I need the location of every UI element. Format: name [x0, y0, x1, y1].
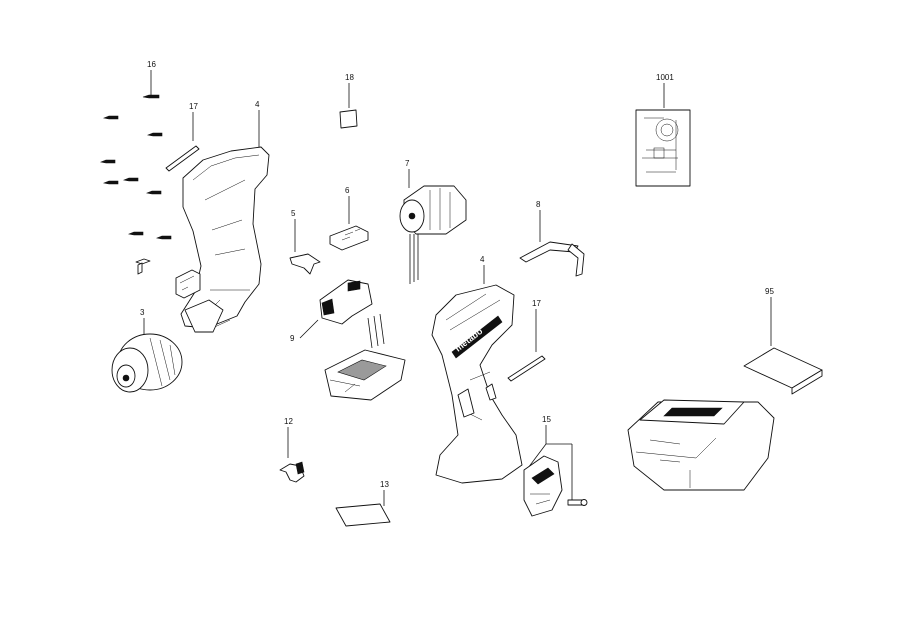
part-95-cover: 95: [743, 287, 823, 395]
part-18-label-plate: 18: [339, 73, 358, 129]
label-15: 15: [542, 415, 551, 424]
label-5: 5: [291, 209, 296, 218]
part-16-screws: 16: [99, 60, 172, 275]
part-17-strip-lower: 17: [507, 299, 546, 382]
label-13: 13: [380, 480, 389, 489]
battery-pack: [627, 399, 775, 491]
label-16: 16: [147, 60, 156, 69]
label-8: 8: [536, 200, 541, 209]
part-6-switch-block: 6: [329, 186, 369, 251]
part-7-motor: 7: [399, 159, 467, 284]
label-12: 12: [284, 417, 293, 426]
label-17-upper: 17: [189, 102, 198, 111]
label-7: 7: [405, 159, 410, 168]
part-15-bit-holder: 15: [523, 415, 588, 517]
part-4-housing-half: 4: [180, 100, 270, 333]
part-holder-left: [175, 269, 201, 299]
part-8-belt-clip: 8: [519, 200, 585, 277]
label-95: 95: [765, 287, 774, 296]
part-4-main-housing: 4 metabo: [431, 255, 523, 484]
part-13-label: 13: [335, 480, 391, 527]
label-18: 18: [345, 73, 354, 82]
label-9: 9: [290, 334, 295, 343]
part-17-strip-upper: 17: [165, 102, 200, 172]
label-17-lower: 17: [532, 299, 541, 308]
part-5-selector: 5: [289, 209, 321, 275]
part-9-electronics: 9: [290, 279, 406, 401]
part-1001-label-sheet: 1001: [635, 73, 691, 187]
label-3: 3: [140, 308, 145, 317]
label-6: 6: [345, 186, 350, 195]
label-1001: 1001: [656, 73, 674, 82]
part-3-impact-mechanism: 3: [111, 308, 183, 393]
label-4-left: 4: [255, 100, 260, 109]
label-4-right: 4: [480, 255, 485, 264]
part-12-spring: 12: [279, 417, 305, 483]
